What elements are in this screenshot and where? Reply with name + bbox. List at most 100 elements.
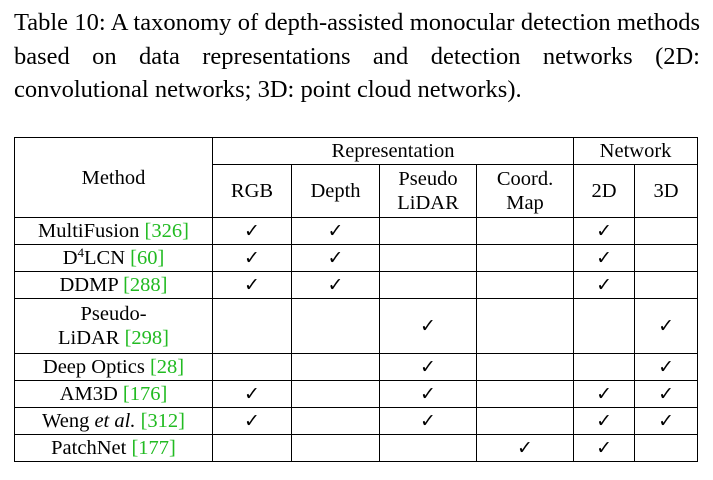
table-row: DDMP [288] ✓ ✓ ✓ <box>14 271 699 299</box>
table-row: PatchNet [177] ✓ ✓ <box>14 434 699 462</box>
method-name-text: MultiFusion <box>38 220 140 242</box>
cell-n3d <box>634 217 699 245</box>
method-name: DDMP [288] <box>15 273 212 297</box>
method-name-text: LCN <box>84 247 126 269</box>
cell-n2d: ✓ <box>573 271 636 299</box>
cell-coord: ✓ <box>475 434 575 462</box>
check-mark-icon: ✓ <box>658 383 674 405</box>
header-3d: 3D <box>634 164 699 218</box>
header-pseudo-lidar-line2: LiDAR <box>397 192 459 214</box>
citation-link[interactable]: [177] <box>131 437 176 459</box>
check-mark-icon: ✓ <box>596 383 612 405</box>
cell-n2d: ✓ <box>573 434 636 462</box>
check-mark-icon: ✓ <box>420 383 436 405</box>
citation-link[interactable]: [312] <box>140 410 185 432</box>
method-name-italic: et al. <box>94 410 136 432</box>
check-mark-icon: ✓ <box>244 383 260 405</box>
cell-depth: ✓ <box>291 244 380 272</box>
cell-n2d: ✓ <box>573 244 636 272</box>
cell-depth <box>291 380 380 408</box>
check-mark-icon: ✓ <box>420 356 436 378</box>
citation-link[interactable]: [28] <box>149 356 185 378</box>
citation-link[interactable]: [60] <box>130 247 165 269</box>
method-name-text: PatchNet <box>51 437 127 459</box>
check-mark-icon: ✓ <box>658 315 674 337</box>
table-row: MultiFusion [326]✓✓✓ <box>14 217 699 245</box>
check-mark-icon: ✓ <box>596 437 612 459</box>
cell-depth: ✓ <box>291 271 380 299</box>
cell-rgb <box>212 298 292 354</box>
cell-n3d: ✓ <box>634 380 699 408</box>
method-name: PatchNet [177] <box>15 436 212 460</box>
cell-rgb: ✓ <box>212 271 292 299</box>
cell-n3d: ✓ <box>634 298 699 354</box>
method-name-text: AM3D <box>59 383 118 405</box>
citation-link[interactable]: [176] <box>122 383 168 405</box>
method-name-prefix: D <box>62 247 78 269</box>
cell-rgb: ✓ <box>212 244 292 272</box>
header-coord-map-line1: Coord. <box>496 168 554 190</box>
method-name: D4LCN [60] <box>15 246 212 270</box>
method-cell: DDMP [288] <box>14 271 213 299</box>
header-pseudo-lidar-line1: Pseudo <box>398 168 458 190</box>
table-row: Deep Optics [28] ✓ ✓ <box>14 353 699 381</box>
taxonomy-table: Method Representation Network RGB Depth … <box>14 137 699 462</box>
cell-n2d <box>573 298 636 354</box>
check-mark-icon: ✓ <box>244 220 260 242</box>
method-cell: D4LCN [60] <box>14 244 213 272</box>
citation-link[interactable]: [298] <box>124 327 170 349</box>
check-mark-icon: ✓ <box>244 274 260 296</box>
cell-n3d <box>634 434 699 462</box>
method-name: MultiFusion [326] <box>15 219 212 243</box>
check-mark-icon: ✓ <box>596 410 612 432</box>
cell-depth <box>291 407 380 435</box>
cell-depth <box>291 353 380 381</box>
cell-rgb: ✓ <box>212 217 292 245</box>
method-name-superscript: 4 <box>77 245 85 260</box>
cell-coord <box>475 298 575 354</box>
cell-n2d: ✓ <box>573 380 636 408</box>
check-mark-icon: ✓ <box>327 274 344 296</box>
cell-pseudo: ✓ <box>379 407 477 435</box>
check-mark-icon: ✓ <box>327 247 344 269</box>
table-row: D4LCN [60]✓✓✓ <box>14 244 699 272</box>
cell-rgb: ✓ <box>212 380 292 408</box>
citation-link[interactable]: [288] <box>123 274 168 296</box>
cell-n3d: ✓ <box>634 353 699 381</box>
cell-n3d: ✓ <box>634 407 699 435</box>
header-method: Method <box>14 137 213 218</box>
cell-coord <box>475 407 575 435</box>
header-coord-map: Coord. Map <box>475 164 575 218</box>
check-mark-icon: ✓ <box>658 410 674 432</box>
cell-pseudo <box>379 244 477 272</box>
cell-pseudo <box>379 271 477 299</box>
method-name: LiDAR [298] <box>15 326 212 350</box>
method-cell: Pseudo-LiDAR [298] <box>14 298 213 354</box>
check-mark-icon: ✓ <box>420 410 436 432</box>
cell-n3d <box>634 244 699 272</box>
table-row: AM3D [176] ✓ ✓ ✓ ✓ <box>14 380 699 408</box>
citation-link[interactable]: [326] <box>144 220 189 242</box>
cell-coord <box>475 380 575 408</box>
method-name: Weng et al. [312] <box>15 409 212 433</box>
table-caption: Table 10: A taxonomy of depth-assisted m… <box>14 9 700 103</box>
method-name-text: Deep Optics <box>42 356 145 378</box>
header-network: Network <box>573 137 699 165</box>
cell-n2d <box>573 353 636 381</box>
header-row-2: RGB Depth Pseudo LiDAR Coord. Map 2D 3D <box>15 164 699 218</box>
method-cell: PatchNet [177] <box>14 434 213 462</box>
check-mark-icon: ✓ <box>517 437 533 459</box>
check-mark-icon: ✓ <box>596 247 612 269</box>
cell-n2d: ✓ <box>573 217 636 245</box>
cell-rgb <box>212 434 292 462</box>
cell-rgb <box>212 353 292 381</box>
cell-pseudo <box>379 217 477 245</box>
method-name: Deep Optics [28] <box>15 355 212 379</box>
cell-pseudo: ✓ <box>379 298 477 354</box>
check-mark-icon: ✓ <box>420 315 436 337</box>
method-name-text: Weng <box>42 410 90 432</box>
cell-coord <box>475 217 575 245</box>
check-mark-icon: ✓ <box>244 410 260 432</box>
cell-n3d <box>634 271 699 299</box>
cell-depth <box>291 298 380 354</box>
